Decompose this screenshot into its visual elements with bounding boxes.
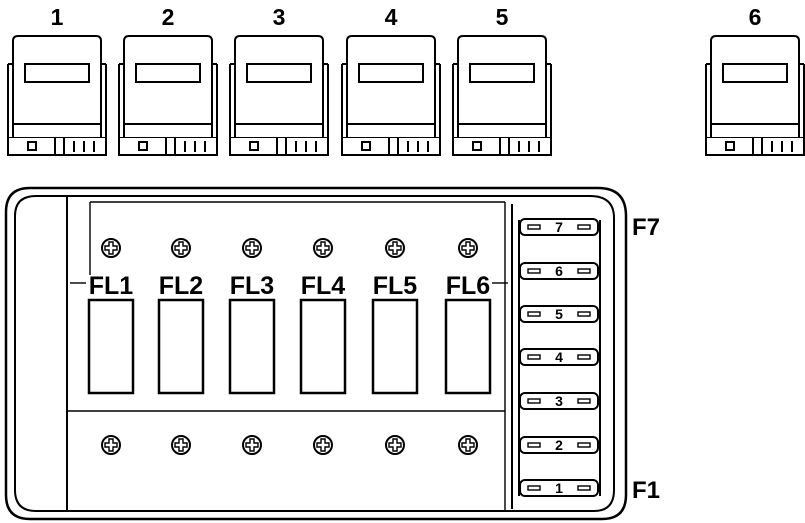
relay-number: 5 — [496, 4, 509, 30]
fusible-link-slot — [89, 300, 133, 393]
f7-label: F7 — [632, 214, 660, 241]
relay-cover — [124, 36, 212, 124]
relay-base — [8, 138, 106, 155]
fusible-link-slot — [446, 300, 490, 393]
fuse-box: FL1 FL2 FL3 FL4 FL5 FL6 7 6 5 4 3 2 1 — [6, 188, 626, 519]
screw-icon — [386, 436, 404, 454]
screw-icon — [243, 436, 261, 454]
fusible-link-slot — [230, 300, 274, 393]
fusible-link-2: FL2 — [159, 272, 203, 393]
relay-3: 3 — [230, 4, 328, 155]
relay-base — [706, 138, 804, 155]
fuse-4: 4 — [520, 349, 598, 365]
relay-1: 1 — [8, 4, 106, 155]
screw-icon — [459, 436, 477, 454]
screw-icon — [172, 239, 190, 257]
fuse-7: 7 — [520, 219, 598, 235]
fuse-number: 5 — [555, 306, 563, 322]
fuse-6: 6 — [520, 263, 598, 279]
relay-cover — [13, 36, 101, 124]
fusible-link-label: FL2 — [159, 272, 203, 300]
screw-icon — [314, 436, 332, 454]
relay-number: 6 — [749, 4, 762, 30]
relay-cover — [711, 36, 799, 124]
fuse-number: 2 — [555, 437, 563, 453]
fusible-link-group: FL1 FL2 FL3 FL4 FL5 FL6 — [89, 272, 490, 393]
fusible-link-3: FL3 — [230, 272, 274, 393]
relay-number: 4 — [385, 4, 398, 30]
fusible-link-slot — [301, 300, 345, 393]
fuse-number: 3 — [555, 393, 563, 409]
f1-label: F1 — [632, 477, 660, 504]
fusible-link-label: FL5 — [373, 272, 418, 300]
relay-cover — [347, 36, 435, 124]
relay-base — [342, 138, 440, 155]
relay-base — [230, 138, 328, 155]
screw-icon — [243, 239, 261, 257]
screw-icon — [102, 436, 120, 454]
screw-icon — [386, 239, 404, 257]
fusible-link-slot — [373, 300, 417, 393]
fuse-number: 6 — [555, 263, 563, 279]
fusible-link-5: FL5 — [373, 272, 418, 393]
fusible-link-4: FL4 — [301, 272, 346, 393]
fuse-2: 2 — [520, 437, 598, 453]
fuse-5: 5 — [520, 306, 598, 322]
relay-6: 6 — [706, 4, 804, 155]
relay-number: 2 — [162, 4, 175, 30]
relay-cover — [458, 36, 546, 124]
relay-2: 2 — [119, 4, 217, 155]
relay-5: 5 — [453, 4, 551, 155]
fusible-link-label: FL4 — [301, 272, 346, 300]
screw-icon — [172, 436, 190, 454]
relay-base — [119, 138, 217, 155]
relay-number: 3 — [273, 4, 286, 30]
screw-icon — [314, 239, 332, 257]
fuse-number: 7 — [555, 219, 563, 235]
fuse-number: 1 — [555, 480, 563, 496]
fuse-group: 7 6 5 4 3 2 1 — [520, 219, 598, 496]
fusible-link-1: FL1 — [89, 272, 134, 393]
fuse-3: 3 — [520, 393, 598, 409]
fuse-1: 1 — [520, 480, 598, 496]
fuse-number: 4 — [555, 349, 563, 365]
relay-cover — [235, 36, 323, 124]
screw-icon — [102, 239, 120, 257]
relay-row: 1 2 3 4 5 6 — [8, 4, 804, 155]
relay-base — [453, 138, 551, 155]
fusible-link-label: FL3 — [230, 272, 274, 300]
relay-4: 4 — [342, 4, 440, 155]
relay-number: 1 — [51, 4, 64, 30]
fusible-link-6: FL6 — [446, 272, 490, 393]
fusible-link-label: FL1 — [89, 272, 134, 300]
fusible-link-label: FL6 — [446, 272, 490, 300]
fusible-link-slot — [159, 300, 203, 393]
screw-icon — [459, 239, 477, 257]
